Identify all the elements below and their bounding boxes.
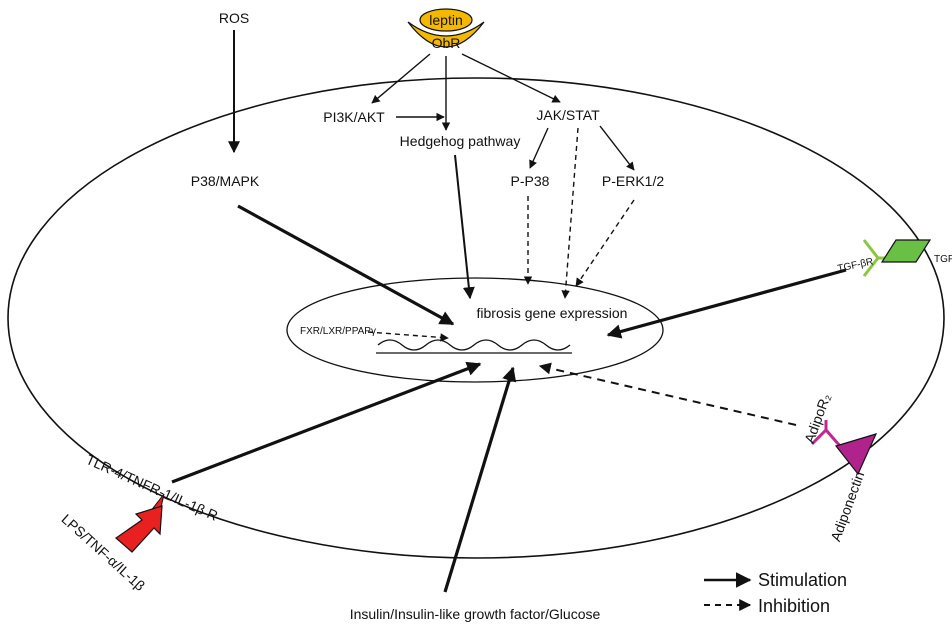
nucleus (286, 277, 664, 383)
adipor2-receptor (810, 420, 842, 447)
adiponectin-label: Adiponectin (827, 469, 867, 543)
cell-membrane (7, 77, 945, 559)
pi3k-akt-label: PI3K/AKT (323, 109, 385, 125)
leptin-label: leptin (429, 12, 462, 28)
legend-stimulation-label: Stimulation (758, 570, 847, 590)
ros-label: ROS (219, 10, 249, 26)
obr-to-jakstat-arrow (461, 53, 561, 103)
legend: Stimulation Inhibition (704, 570, 847, 616)
adipor2-label: AdipoR₂ (801, 391, 834, 445)
adipor2-to-fibrosis-inhibition (538, 362, 797, 426)
lps-label: LPS/TNF-α/IL-1β (58, 511, 148, 594)
p38-mapk-label: P38/MAPK (191, 173, 260, 189)
obr-receptor (407, 21, 485, 48)
dna-wave (377, 339, 571, 351)
fxr-to-dna-inhibition (367, 331, 449, 342)
insulin-to-fibrosis-arrow (443, 366, 517, 593)
tgf-beta-label: TGF-β (934, 254, 952, 265)
tgf-beta-ligand (880, 239, 932, 263)
hedgehog-label: Hedgehog pathway (400, 133, 521, 149)
adiponectin-ligand (834, 433, 878, 476)
p38mapk-to-fibrosis-arrow (237, 204, 455, 326)
legend-inhibition-label: Inhibition (758, 596, 830, 616)
p-erk-label: P-ERK1/2 (602, 173, 664, 189)
tlr-to-fibrosis-arrow (171, 361, 482, 484)
jak-stat-label: JAK/STAT (536, 107, 600, 123)
obr-label: ObR (432, 35, 461, 51)
jakstat-to-perk-arrow (599, 125, 635, 171)
fxr-lxr-label: FXR/LXR/PPAPγ (300, 326, 376, 337)
insulin-label: Insulin/Insulin-like growth factor/Gluco… (350, 606, 601, 622)
lps-arrow-body (115, 505, 163, 553)
tgfbr-to-fibrosis-arrow (606, 268, 847, 339)
leptin-ligand (419, 8, 473, 32)
hedgehog-to-fibrosis-arrow (454, 154, 475, 300)
p-p38-label: P-P38 (511, 173, 550, 189)
jakstat-to-fibrosis-inhibition (561, 127, 579, 299)
jakstat-to-pp38-arrow (529, 127, 549, 169)
obr-to-pi3k-arrow (371, 53, 431, 104)
fibrosis-gene-expression-label: fibrosis gene expression (477, 305, 628, 321)
perk-to-fibrosis-inhibition (575, 199, 635, 287)
